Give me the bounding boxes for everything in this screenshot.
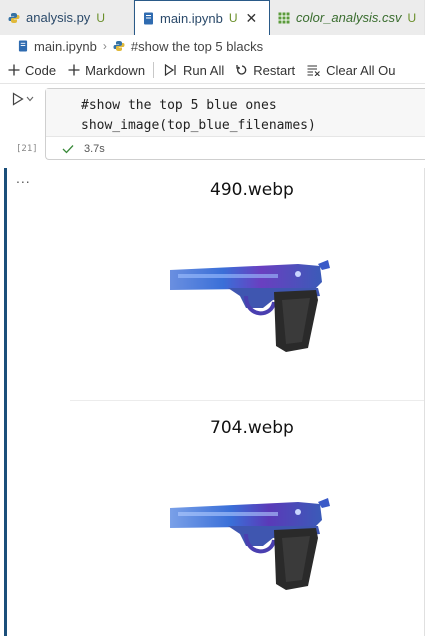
output-more-button[interactable]: ... (16, 170, 31, 186)
run-all-icon (164, 64, 178, 76)
execution-duration: 3.7s (84, 143, 105, 155)
clear-all-outputs-button[interactable]: Clear All Ou (307, 62, 396, 78)
notebook-toolbar: Code Markdown Run All Restart Clear All … (0, 57, 425, 84)
execution-count: [21] (16, 144, 38, 154)
image-title: 704.webp (210, 418, 294, 438)
tab-bar: analysis.py U main.ipynb U ✕ color_analy… (0, 0, 425, 35)
add-markdown-cell-button[interactable]: Markdown (68, 63, 145, 78)
code-line[interactable]: #show the top 5 blue ones (81, 98, 277, 113)
pistol-image (170, 498, 330, 590)
toolbar-divider (153, 62, 155, 78)
run-all-label: Run All (183, 62, 225, 78)
cell-execution-status: 3.7s (62, 143, 105, 155)
notebook-file-icon (18, 40, 28, 52)
code-cell[interactable]: #show the top 5 blue ones show_image(top… (45, 88, 425, 160)
add-code-label: Code (25, 62, 57, 78)
add-code-cell-button[interactable]: Code (8, 63, 56, 78)
code-line[interactable]: show_image(top_blue_filenames) (81, 118, 316, 133)
run-cell-button[interactable] (12, 92, 34, 106)
breadcrumb: main.ipynb › #show the top 5 blacks (0, 35, 425, 57)
run-all-button[interactable]: Run All (164, 63, 224, 78)
add-markdown-label: Markdown (85, 62, 146, 78)
csv-file-icon (278, 12, 290, 24)
tab-status-badge: U (228, 11, 238, 25)
chevron-down-icon[interactable] (26, 94, 34, 104)
tab-status-badge: U (96, 10, 105, 25)
image-title: 490.webp (210, 180, 294, 200)
breadcrumb-file[interactable]: main.ipynb (34, 38, 97, 54)
tab-label: analysis.py (26, 10, 91, 25)
tab-analysis-py[interactable]: analysis.py U (0, 0, 134, 35)
tab-main-ipynb[interactable]: main.ipynb U ✕ (134, 0, 270, 35)
tab-label: main.ipynb (160, 10, 223, 26)
tab-status-badge: U (407, 10, 417, 25)
code-editor[interactable]: #show the top 5 blue ones show_image(top… (46, 89, 425, 137)
cell-focus-indicator (4, 168, 7, 636)
pistol-image (170, 260, 330, 352)
restart-label: Restart (253, 62, 296, 78)
clear-all-icon (307, 64, 321, 76)
python-file-icon (8, 12, 20, 24)
tab-color-analysis-csv[interactable]: color_analysis.csv U (270, 0, 425, 35)
python-file-icon (113, 40, 125, 52)
notebook-file-icon (143, 12, 154, 25)
breadcrumb-cell[interactable]: #show the top 5 blacks (130, 38, 264, 54)
restart-button[interactable]: Restart (236, 63, 295, 78)
close-icon[interactable]: ✕ (245, 9, 258, 26)
output-divider (70, 400, 425, 401)
chevron-right-icon: › (102, 39, 107, 53)
plus-icon (68, 64, 80, 76)
clear-all-label: Clear All Ou (326, 62, 396, 78)
check-icon (62, 144, 74, 154)
plus-icon (8, 64, 20, 76)
tab-label: color_analysis.csv (296, 10, 402, 25)
restart-icon (236, 64, 248, 76)
play-icon (12, 92, 24, 106)
cell-output: 490.webp 704.webp (30, 168, 425, 636)
